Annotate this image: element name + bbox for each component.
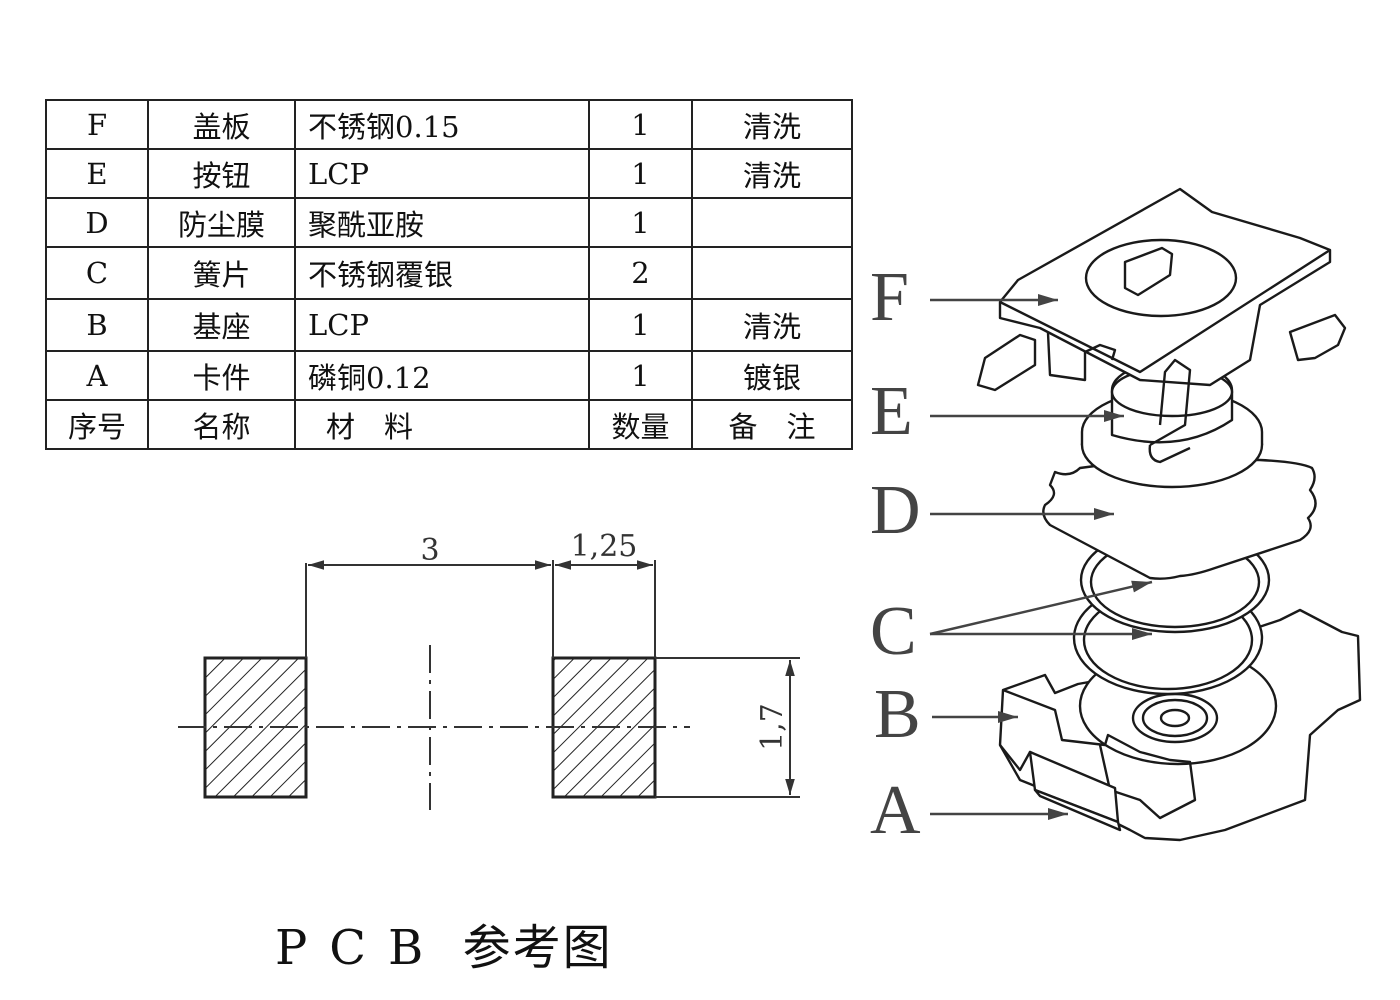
table-row: C 簧片 不锈钢覆银 2 [45,246,853,300]
part-note: 清洗 [691,148,853,199]
part-qty: 1 [588,298,693,352]
part-id: E [45,148,149,199]
part-name: 防尘膜 [147,197,296,248]
leader-line-c-upper [929,580,1153,636]
callout-e: E [870,373,913,450]
part-qty: 1 [588,99,693,150]
part-id: A [45,350,149,401]
part-name: 卡件 [147,350,296,401]
part-id: B [45,298,149,352]
callout-d: D [870,472,921,549]
header-id: 序号 [45,399,149,450]
header-name: 名称 [147,399,296,450]
part-material: 聚酰亚胺 [294,197,590,248]
part-note [691,197,853,248]
part-qty: 2 [588,246,693,300]
pcb-footprint-drawing: 3 1,25 1,7 [178,529,800,810]
part-note [691,246,853,300]
dimension-label-width: 1,25 [571,529,638,564]
table-row: E 按钮 LCP 1 清洗 [45,148,853,199]
part-name: 盖板 [147,99,296,150]
part-name: 簧片 [147,246,296,300]
part-id: D [45,197,149,248]
exploded-assembly-view: F E D C B A [870,187,1362,849]
header-material: 材 料 [294,399,590,450]
header-qty: 数量 [588,399,693,450]
part-material: 不锈钢0.15 [294,99,590,150]
pcb-reference-title: PCB 参考图 [275,908,613,978]
table-row: A 卡件 磷铜0.12 1 镀银 [45,350,853,401]
part-material: 不锈钢覆银 [294,246,590,300]
part-name: 按钮 [147,148,296,199]
part-note: 清洗 [691,298,853,352]
part-qty: 1 [588,148,693,199]
cover-plate-f [976,187,1347,464]
part-material: LCP [294,298,590,352]
table-header-row: 序号 名称 材 料 数量 备 注 [45,399,853,450]
callout-c: C [870,593,917,670]
part-note: 清洗 [691,99,853,150]
part-id: F [45,99,149,150]
table-row: B 基座 LCP 1 清洗 [45,298,853,352]
part-name: 基座 [147,298,296,352]
part-note: 镀银 [691,350,853,401]
bom-table: F 盖板 不锈钢0.15 1 清洗 E 按钮 LCP 1 清洗 D 防尘膜 聚酰… [45,99,853,450]
callout-f: F [870,259,909,336]
callout-a: A [870,772,921,849]
pcb-title-latin: PCB [275,920,446,976]
header-note: 备 注 [691,399,853,450]
dimension-label-height: 1,7 [755,703,790,751]
part-material: 磷铜0.12 [294,350,590,401]
part-qty: 1 [588,350,693,401]
dimension-label-gap: 3 [420,533,439,568]
pcb-title-cn: 参考图 [462,920,613,976]
part-material: LCP [294,148,590,199]
part-id: C [45,246,149,300]
button-part-e [1080,360,1264,489]
table-row: D 防尘膜 聚酰亚胺 1 [45,197,853,248]
callout-b: B [874,676,921,753]
clip-part-a [1028,750,1122,832]
table-row: F 盖板 不锈钢0.15 1 清洗 [45,99,853,150]
part-qty: 1 [588,197,693,248]
